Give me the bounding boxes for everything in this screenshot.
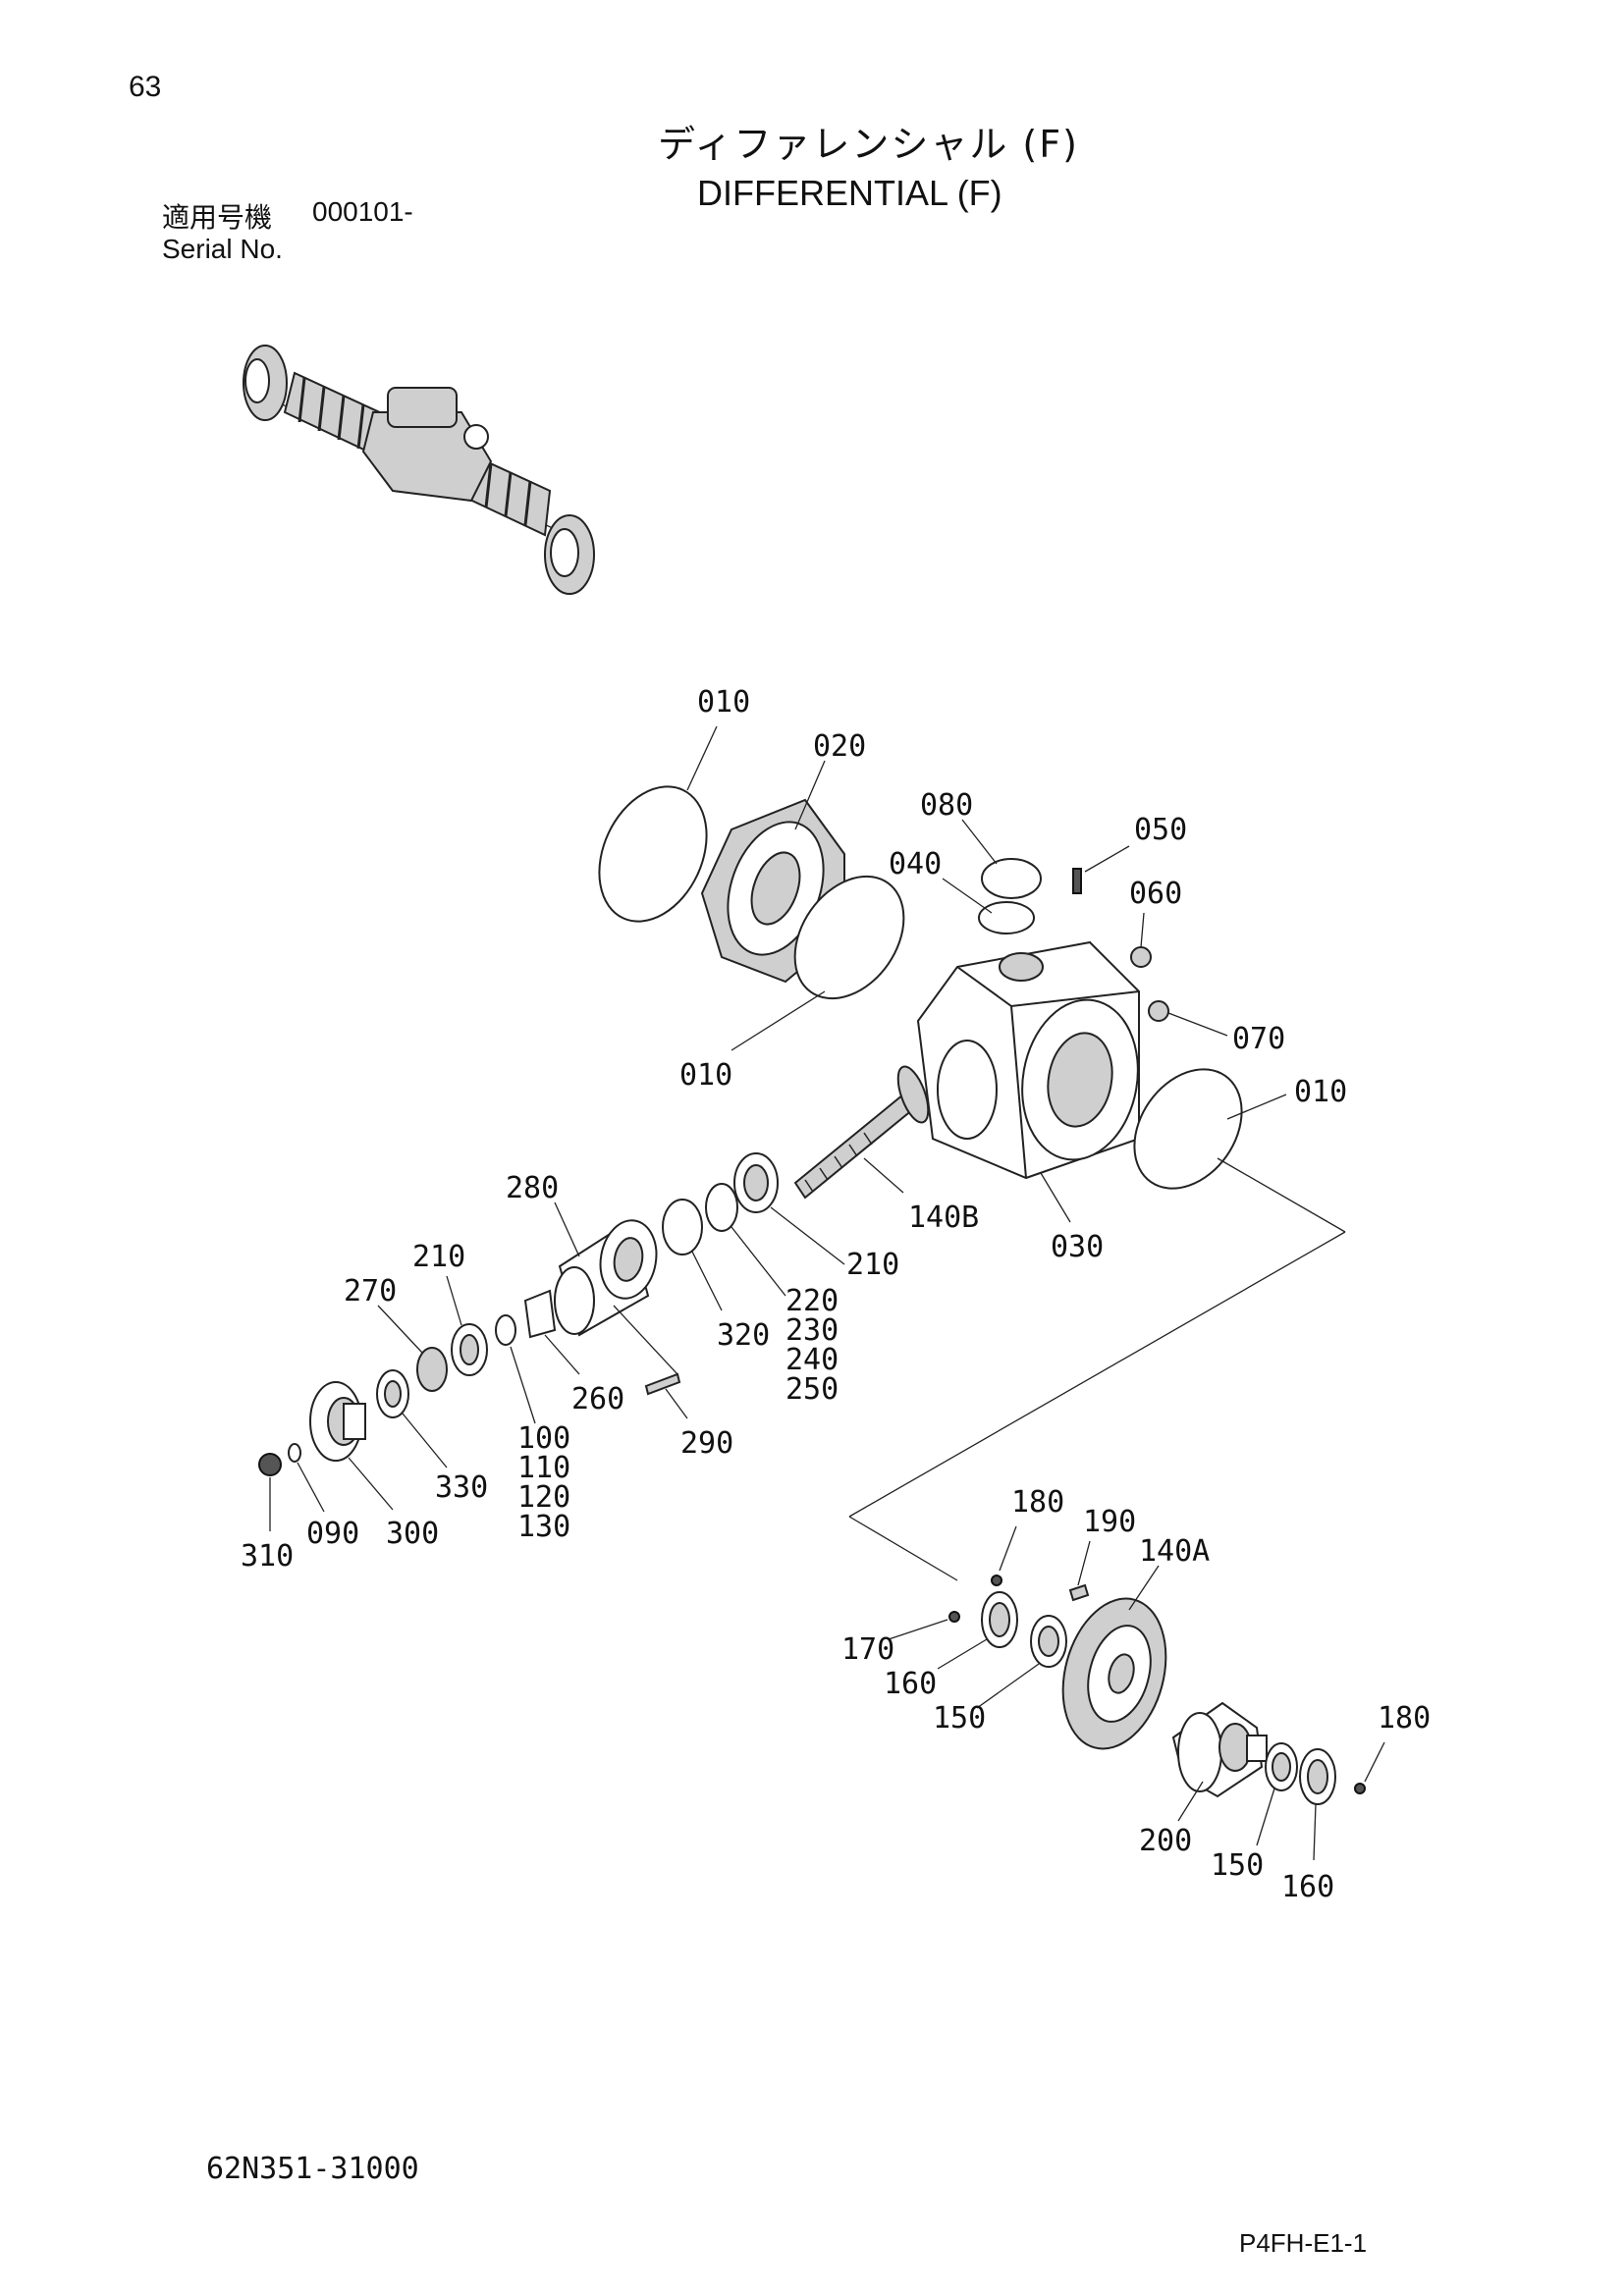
page-number: 63 — [129, 71, 162, 103]
part-label-150-bottom: 150 — [1211, 1848, 1264, 1883]
flange-300 — [309, 1381, 366, 1462]
part-label-140a: 140A — [1139, 1534, 1210, 1569]
part-label-070: 070 — [1232, 1022, 1285, 1056]
part-label-150-top: 150 — [933, 1701, 986, 1735]
part-label-270: 270 — [344, 1274, 397, 1308]
part-label-290: 290 — [680, 1426, 733, 1461]
snap-ring-080 — [981, 858, 1042, 899]
part-label-060: 060 — [1129, 877, 1182, 911]
housing-030 — [916, 940, 1140, 1180]
part-label-170: 170 — [841, 1632, 894, 1667]
part-label-020: 020 — [813, 729, 866, 764]
part-label-100: 100 — [517, 1421, 570, 1456]
part-label-250: 250 — [785, 1372, 839, 1407]
part-label-180-bottom: 180 — [1378, 1701, 1431, 1735]
page-title-english: DIFFERENTIAL (F) — [697, 173, 1002, 213]
part-label-280: 280 — [506, 1171, 559, 1205]
part-label-130: 130 — [517, 1510, 570, 1544]
part-label-330: 330 — [435, 1470, 488, 1505]
part-label-220: 220 — [785, 1284, 839, 1318]
part-label-230: 230 — [785, 1313, 839, 1348]
part-label-160-bottom: 160 — [1281, 1870, 1334, 1904]
part-label-210-right: 210 — [846, 1248, 899, 1282]
gasket-010-right — [1133, 1068, 1243, 1190]
serial-value: 000101- — [312, 196, 413, 227]
spacer-260 — [523, 1289, 557, 1339]
part-label-010-b: 010 — [679, 1058, 732, 1093]
shim-220 — [705, 1183, 738, 1232]
bolt-290 — [644, 1372, 681, 1396]
bolt-190 — [1068, 1583, 1090, 1602]
nut-270 — [416, 1347, 448, 1392]
part-label-120: 120 — [517, 1480, 570, 1515]
part-label-310: 310 — [241, 1539, 294, 1574]
part-label-200: 200 — [1139, 1824, 1192, 1858]
o-ring-090 — [288, 1443, 301, 1463]
part-label-180-top: 180 — [1011, 1485, 1064, 1520]
part-label-240: 240 — [785, 1343, 839, 1377]
bolt-180-bottom — [1354, 1783, 1366, 1794]
part-label-050: 050 — [1134, 813, 1187, 847]
part-label-140b: 140B — [908, 1201, 979, 1235]
part-label-090: 090 — [306, 1517, 359, 1551]
part-label-190: 190 — [1083, 1505, 1136, 1539]
pinion-shaft-140b — [793, 1065, 930, 1200]
lock-170 — [948, 1611, 960, 1623]
differential-case-200 — [1171, 1701, 1268, 1798]
part-label-030: 030 — [1051, 1230, 1104, 1264]
ring-gear-140a — [1061, 1597, 1167, 1750]
serial-label-english: Serial No. — [162, 234, 283, 264]
part-label-080: 080 — [920, 788, 973, 823]
plug-060 — [1130, 946, 1152, 968]
shim-100 — [495, 1314, 516, 1346]
retainer-280 — [554, 1219, 658, 1337]
part-label-010-c: 010 — [1294, 1075, 1347, 1109]
part-label-010: 010 — [697, 685, 750, 720]
o-ring-320 — [662, 1199, 703, 1255]
gasket-010-middle — [793, 875, 905, 1000]
part-label-110: 110 — [517, 1451, 570, 1485]
cap-040 — [978, 901, 1035, 934]
page-code: P4FH-E1-1 — [1239, 2228, 1368, 2258]
nut-310 — [258, 1453, 282, 1476]
drawing-number: 62N351-31000 — [206, 2152, 419, 2186]
breather-050 — [1072, 868, 1082, 894]
page-title-japanese: ディファレンシャル (F) — [658, 123, 1079, 166]
plug-070 — [1148, 1000, 1169, 1022]
part-label-300: 300 — [386, 1517, 439, 1551]
part-label-160-top: 160 — [884, 1667, 937, 1701]
serial-label-japanese: 適用号機 — [162, 201, 273, 234]
axle-overview-illustration — [243, 345, 595, 595]
part-label-320: 320 — [717, 1318, 770, 1353]
part-label-040: 040 — [889, 847, 942, 881]
gasket-010-top — [598, 785, 708, 923]
part-label-260: 260 — [571, 1382, 624, 1416]
part-label-210-left: 210 — [412, 1240, 465, 1274]
bolt-180-top — [991, 1575, 1002, 1586]
